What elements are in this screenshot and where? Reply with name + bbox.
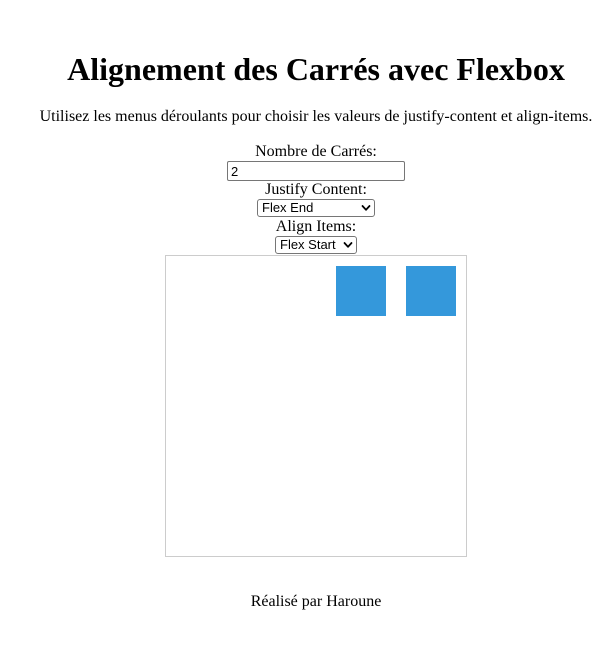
align-items-select[interactable]: Flex Start — [275, 236, 357, 254]
chevron-down-icon — [343, 242, 353, 248]
justify-content-label: Justify Content: — [265, 181, 367, 198]
align-items-label: Align Items: — [275, 218, 357, 235]
page-title: Alignement des Carrés avec Flexbox — [67, 51, 565, 87]
square-count-label: Nombre de Carrés: — [255, 143, 377, 160]
blue-square — [336, 266, 386, 316]
square-container — [165, 255, 467, 557]
chevron-down-icon — [361, 205, 371, 211]
justify-content-select[interactable]: Flex End — [257, 199, 375, 217]
align-items-selected-value: Flex Start — [280, 237, 336, 252]
footer-credit: Réalisé par Haroune — [250, 593, 382, 610]
justify-content-selected-value: Flex End — [262, 200, 314, 215]
blue-square — [406, 266, 456, 316]
square-count-input[interactable] — [227, 161, 405, 181]
instructions-text: Utilisez les menus déroulants pour chois… — [39, 108, 593, 125]
